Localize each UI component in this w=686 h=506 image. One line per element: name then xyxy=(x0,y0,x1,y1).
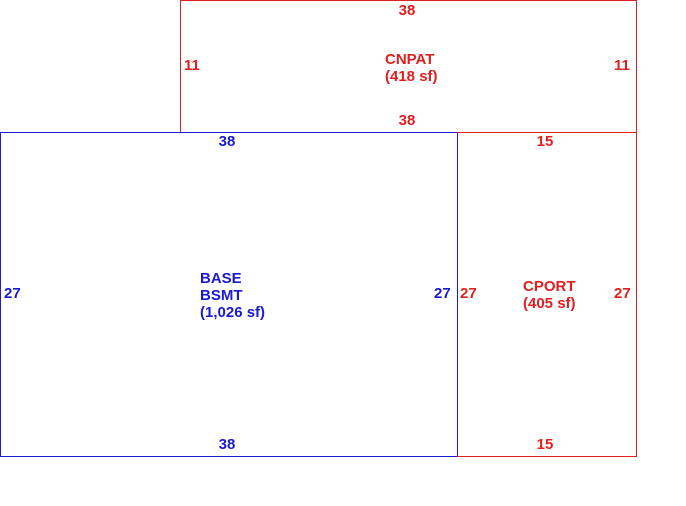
base-bsmt-area xyxy=(0,132,458,457)
base-dim-top: 38 xyxy=(218,133,236,150)
cnpat-dim-left: 11 xyxy=(184,57,200,74)
cport-dim-left: 27 xyxy=(460,285,477,302)
cport-dim-bottom: 15 xyxy=(536,436,554,453)
base-dim-right: 27 xyxy=(434,285,451,302)
cnpat-dim-top: 38 xyxy=(398,2,416,19)
cport-dim-right: 27 xyxy=(614,285,631,302)
cnpat-area-sf: (418 sf) xyxy=(385,68,438,85)
base-dim-left: 27 xyxy=(4,285,21,302)
cport-area xyxy=(457,132,637,457)
cnpat-dim-bottom: 38 xyxy=(398,112,416,129)
cport-code: CPORT xyxy=(523,278,576,295)
base-dim-bottom: 38 xyxy=(218,436,236,453)
bsmt-code: BSMT xyxy=(200,287,243,304)
cnpat-code: CNPAT xyxy=(385,51,435,68)
cport-area-sf: (405 sf) xyxy=(523,295,576,312)
cnpat-dim-right: 11 xyxy=(614,57,630,74)
cport-dim-top: 15 xyxy=(536,133,554,150)
base-area-sf: (1,026 sf) xyxy=(200,304,266,321)
base-code: BASE xyxy=(200,270,242,287)
